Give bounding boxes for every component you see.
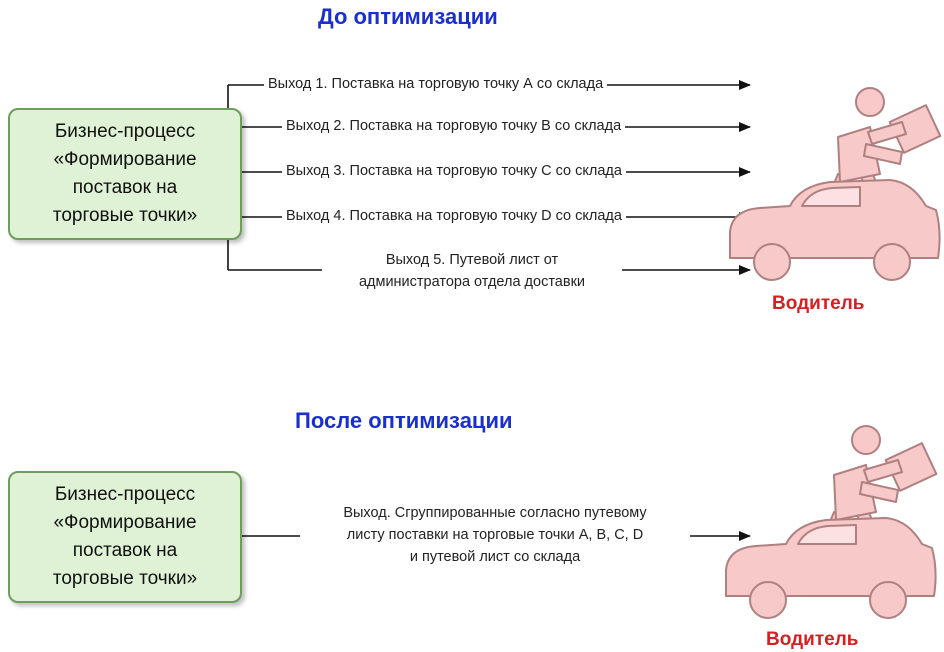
title-after: После оптимизации (295, 408, 513, 433)
process-line: поставок на (72, 177, 178, 198)
process-line: поставок на (72, 540, 178, 561)
process-line: «Формирование (53, 149, 197, 170)
output-after-line: Выход. Сгруппированные согласно путевому (343, 505, 647, 521)
output-1-label: Выход 1. Поставка на торговую точку А со… (264, 76, 608, 92)
process-line: «Формирование (53, 512, 197, 533)
title-before: До оптимизации (318, 4, 498, 29)
process-box-after: Бизнес-процесс «Формирование поставок на… (8, 471, 242, 603)
driver-with-car-icon (725, 425, 938, 619)
output-after-line: листу поставки на торговые точки А, В, С… (346, 527, 644, 543)
output-5-label: Выход 5. Путевой лист от администратора … (322, 249, 622, 293)
process-line: торговые точки» (52, 568, 198, 589)
process-line: Бизнес-процесс (54, 484, 196, 505)
process-box-before: Бизнес-процесс «Формирование поставок на… (8, 108, 242, 240)
output-5-line: Выход 5. Путевой лист от (385, 252, 559, 268)
process-line: Бизнес-процесс (54, 121, 196, 142)
output-4-label: Выход 4. Поставка на торговую точку D со… (282, 208, 626, 224)
output-3-label: Выход 3. Поставка на торговую точку С со… (282, 163, 626, 179)
driver-with-car-icon (729, 87, 942, 281)
output-after-label: Выход. Сгруппированные согласно путевому… (300, 502, 690, 568)
driver-label-before: Водитель (772, 293, 865, 314)
output-2-label: Выход 2. Поставка на торговую точку В со… (282, 118, 626, 134)
process-line: торговые точки» (52, 205, 198, 226)
output-5-line: администратора отдела доставки (358, 274, 586, 290)
driver-label-after: Водитель (766, 629, 859, 650)
output-after-line: и путевой лист со склада (409, 549, 581, 565)
